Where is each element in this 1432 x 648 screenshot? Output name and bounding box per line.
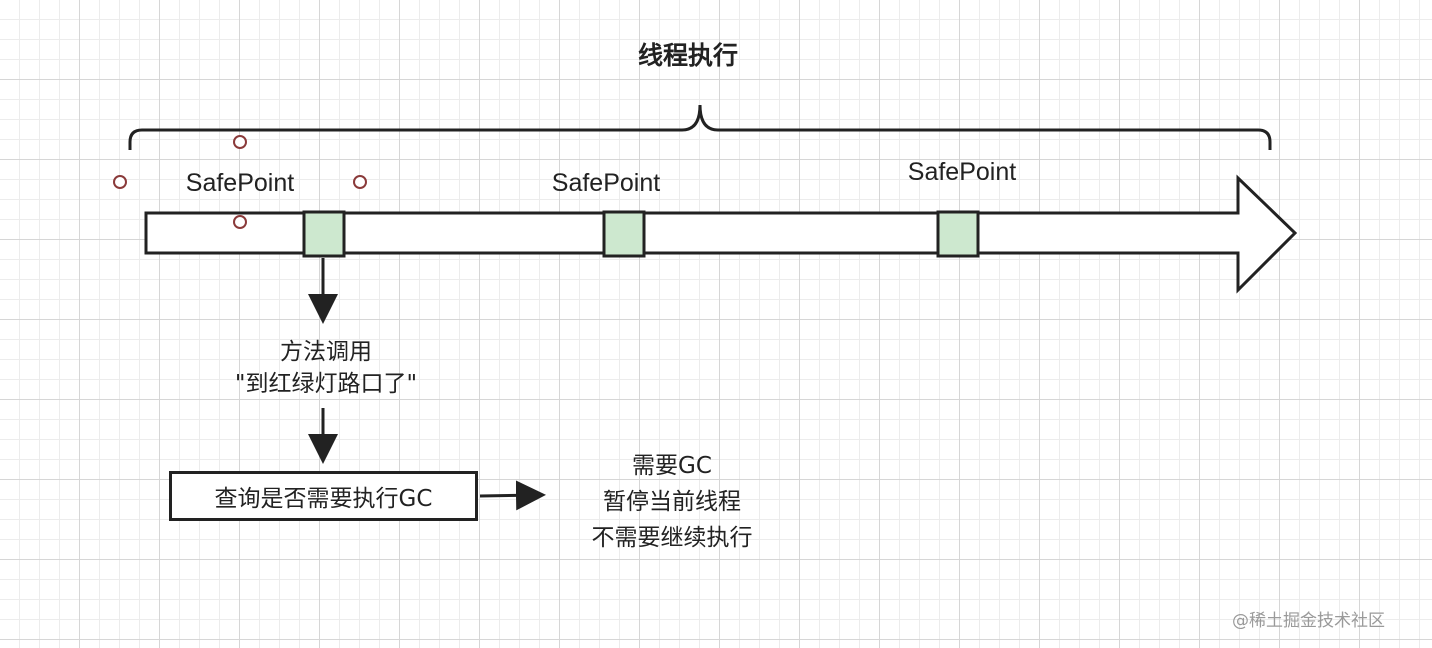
arrow-query-to-result — [479, 480, 546, 511]
selection-handle[interactable] — [353, 175, 367, 189]
gc-result-line-1: 需要GC — [632, 453, 712, 479]
timeline-brace — [128, 104, 1272, 150]
diagram-title: 线程执行 — [637, 41, 738, 70]
gc-result-line-3: 不需要继续执行 — [591, 525, 753, 551]
gc-result-label: 需要GC 暂停当前线程 不需要继续执行 — [552, 448, 792, 556]
safepoint-label-1: SafePoint — [185, 169, 295, 197]
watermark: @稀土掘金技术社区 — [1232, 611, 1385, 631]
safepoint-label-2: SafePoint — [551, 169, 661, 197]
safepoint-label-3: SafePoint — [907, 158, 1017, 186]
selection-handle[interactable] — [233, 135, 247, 149]
gc-result-line-2: 暂停当前线程 — [603, 489, 741, 515]
query-gc-label: 查询是否需要执行GC — [214, 486, 433, 512]
selection-handle[interactable] — [233, 215, 247, 229]
method-call-label: 方法调用 "到红绿灯路口了" — [196, 336, 456, 400]
safepoint-marker-1[interactable] — [302, 210, 346, 258]
selection-handle[interactable] — [113, 175, 127, 189]
safepoint-marker-2[interactable] — [602, 210, 646, 258]
method-call-line-2: "到红绿灯路口了" — [234, 371, 418, 397]
method-call-line-1: 方法调用 — [280, 339, 372, 365]
safepoint-marker-3[interactable] — [936, 210, 980, 258]
query-gc-box[interactable]: 查询是否需要执行GC — [169, 471, 478, 521]
